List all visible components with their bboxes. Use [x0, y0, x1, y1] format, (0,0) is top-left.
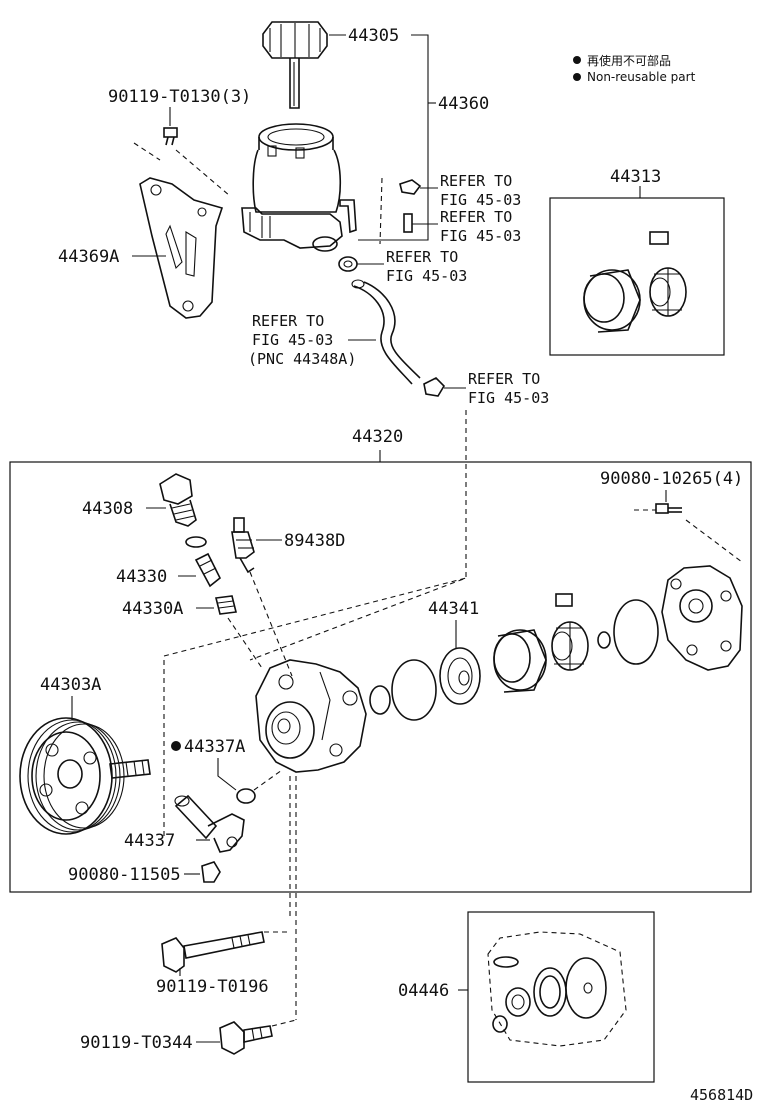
o-ring-44337A	[236, 788, 256, 804]
label-90119-T0130: 90119-T0130(3)	[108, 87, 251, 107]
vane-44313	[649, 231, 669, 245]
label-89438D: 89438D	[284, 531, 345, 551]
bolt-90119-T0196	[161, 931, 265, 973]
o-ring-large	[391, 659, 437, 721]
pump-body	[255, 659, 367, 773]
label-44330: 44330	[116, 567, 167, 587]
non-reusable-mark-icon	[171, 741, 181, 751]
non-reusable-bullet-icon	[573, 73, 581, 81]
vane	[555, 593, 573, 607]
gasket-kit-04446	[487, 931, 627, 1047]
label-90080-10265: 90080-10265(4)	[600, 469, 743, 489]
label-04446: 04446	[398, 981, 449, 1001]
bolt-90080-11505	[201, 861, 221, 883]
legend-text-en: Non-reusable part	[587, 70, 696, 84]
label-44341: 44341	[428, 599, 479, 619]
assembly-frame-44320	[9, 461, 752, 893]
label-44360: 44360	[438, 94, 489, 114]
refer-note-1-line1: REFER TO	[440, 172, 512, 190]
pulley-44303A	[19, 717, 151, 835]
label-44305: 44305	[348, 26, 399, 46]
suction-hose	[351, 279, 421, 385]
pump-rear-cover	[661, 565, 743, 671]
rotor	[551, 621, 589, 671]
hose-clamp-lower	[423, 377, 446, 397]
bolt-90080-10265	[655, 503, 682, 514]
label-44337A: 44337A	[184, 737, 245, 757]
non-reusable-bullet-icon	[573, 56, 581, 64]
snap-ring	[597, 631, 611, 649]
kit-box-44313	[549, 197, 725, 356]
bolt-90119-T0344	[219, 1021, 273, 1055]
label-44313: 44313	[610, 167, 661, 187]
figure-number: 456814D	[690, 1086, 753, 1104]
pressure-switch-89438D	[231, 517, 255, 574]
cam-ring-44313	[583, 269, 641, 333]
label-90080-11505: 90080-11505	[68, 865, 181, 885]
reservoir-tank-44360	[241, 123, 357, 252]
relief-plug-44308	[159, 473, 197, 527]
rear-gasket	[613, 599, 659, 665]
reservoir-cap-44305	[262, 21, 328, 109]
legend-text-jp: 再使用不可部品	[587, 53, 671, 68]
spring-44330A	[215, 595, 237, 615]
hose-clip	[403, 213, 413, 233]
cam-ring	[493, 629, 547, 693]
label-44320: 44320	[352, 427, 403, 447]
refer-note-3-line2: FIG 45-03	[386, 267, 467, 285]
flow-control-valve-44330	[194, 552, 222, 588]
refer-note-4-line1: REFER TO	[252, 312, 324, 330]
refer-note-5-line2: FIG 45-03	[468, 389, 549, 407]
kit-box-04446	[467, 911, 655, 1083]
refer-note-4-line3: (PNC 44348A)	[248, 350, 356, 368]
label-44337: 44337	[124, 831, 175, 851]
side-plate-44341	[439, 647, 481, 705]
label-44369A: 44369A	[58, 247, 119, 267]
legend: 再使用不可部品 Non-reusable part	[573, 53, 696, 84]
o-ring-small	[369, 685, 391, 715]
refer-note-5-line1: REFER TO	[468, 370, 540, 388]
label-44303A: 44303A	[40, 675, 101, 695]
refer-note-3-line1: REFER TO	[386, 248, 458, 266]
refer-note-1-line2: FIG 45-03	[440, 191, 521, 209]
bracket-44369A	[139, 177, 224, 319]
refer-note-2-line2: FIG 45-03	[440, 227, 521, 245]
refer-note-4-line2: FIG 45-03	[252, 331, 333, 349]
label-44308: 44308	[82, 499, 133, 519]
hose-clamp-mid	[338, 256, 358, 272]
label-44330A: 44330A	[122, 599, 183, 619]
o-ring-44308	[185, 536, 207, 548]
hose-clamp-upper	[379, 177, 422, 245]
union-fitting-44337	[174, 794, 245, 853]
label-90119-T0196: 90119-T0196	[156, 977, 269, 997]
refer-note-2-line1: REFER TO	[440, 208, 512, 226]
bolt-90119-T0130	[163, 127, 178, 146]
rotor-44313	[649, 267, 687, 317]
label-90119-T0344: 90119-T0344	[80, 1033, 193, 1053]
